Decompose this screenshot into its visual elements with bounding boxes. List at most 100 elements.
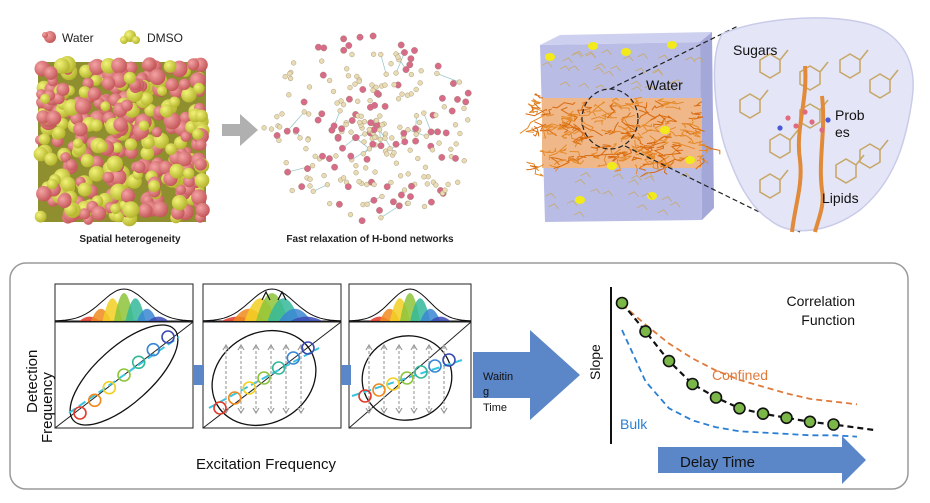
lipid-tail [691, 111, 702, 116]
sugars-label: Sugars [733, 42, 777, 58]
network-node [388, 179, 394, 186]
lipid-tail [610, 142, 617, 155]
hbond-line [380, 205, 400, 219]
network-node [274, 114, 280, 120]
peak-circle [442, 353, 456, 367]
lipid-tail [640, 164, 667, 178]
lipid-tail [691, 117, 697, 122]
water-molecule [152, 201, 169, 218]
network-node [395, 54, 401, 60]
lipid-tail [695, 157, 705, 170]
water-molecule-icon-part [42, 32, 48, 38]
sugar-molecule [759, 49, 789, 79]
sugar-stick [631, 86, 642, 92]
network-node-water [438, 153, 446, 161]
network-node [330, 88, 337, 95]
network-node-water [411, 47, 418, 54]
2d-spectrum-panel-3 [348, 321, 472, 429]
lipid-tail [533, 93, 544, 99]
lipid-tail [607, 105, 617, 119]
network-node-water [338, 125, 345, 133]
network-node-water [401, 138, 409, 146]
legend-dmso: DMSO [120, 30, 183, 45]
network-node [367, 97, 373, 104]
data-point [615, 296, 629, 310]
zoom-detail-molecules [739, 49, 899, 233]
network-node-water [347, 152, 355, 160]
network-node-water [273, 132, 281, 139]
hbond-network-illustration [261, 32, 472, 225]
dmso-molecule [159, 104, 174, 118]
peak-circle [73, 406, 87, 420]
lipid-tail [640, 146, 655, 151]
lipid-tail [561, 113, 578, 119]
sugar-molecule [869, 69, 899, 99]
waiting-time-label-line2: g [483, 386, 489, 398]
network-node [356, 78, 362, 84]
panel-content [55, 322, 193, 428]
dmso-molecule [140, 92, 154, 106]
network-node-water [395, 202, 403, 210]
network-node [377, 113, 383, 119]
lipid-tail [699, 148, 709, 153]
network-node-water [438, 94, 446, 102]
dmso-molecule [169, 163, 185, 179]
network-node [337, 108, 343, 114]
network-node [384, 151, 390, 157]
lipid-tail [638, 163, 648, 172]
water-molecule [165, 78, 179, 92]
lipid-tail [616, 158, 628, 164]
sugar-stick [628, 191, 639, 198]
network-node-water [304, 165, 311, 173]
sugar-stick [658, 54, 669, 61]
dmso-molecule [140, 146, 155, 161]
network-node-water [392, 140, 400, 148]
network-node [372, 169, 378, 175]
network-node [405, 171, 411, 177]
sugar-stick [664, 85, 675, 92]
network-node [371, 51, 377, 57]
lipid-tail [684, 134, 694, 144]
lipid-tail [666, 126, 683, 137]
network-node [379, 122, 385, 128]
lipid-tail [670, 144, 682, 152]
caption-spatial-heterogeneity: Spatial heterogeneity [79, 234, 181, 245]
spectrum-peak [290, 316, 323, 321]
network-node [433, 112, 439, 118]
center-line [68, 336, 180, 414]
sugar-stick [644, 175, 655, 182]
water-molecule [191, 189, 207, 206]
sugar-stick [661, 196, 673, 202]
lipid-tail [657, 113, 666, 124]
peak-circle [87, 393, 102, 408]
dmso-molecule [193, 82, 205, 94]
peak-circle [358, 389, 372, 403]
lipid-tail [531, 98, 542, 105]
sugar-spot [667, 41, 677, 49]
lipid-tail [643, 151, 656, 165]
lipid-tail [570, 133, 582, 148]
peak-circle [117, 368, 131, 382]
water-molecule [142, 58, 156, 71]
water-molecule [70, 112, 83, 125]
network-node [378, 215, 384, 221]
dmso-molecule [142, 136, 155, 149]
sugar-stick [612, 173, 624, 180]
sugar-stick [601, 49, 612, 56]
lipid-tail [672, 141, 696, 150]
lipids-label: Lipids [822, 190, 859, 206]
lipid-tail [652, 135, 672, 146]
lipid-tail [653, 145, 665, 156]
network-node-water [345, 42, 353, 49]
arrowhead-icon [297, 343, 305, 415]
network-node [416, 119, 423, 126]
dmso-molecule [169, 96, 180, 108]
network-node [303, 146, 309, 152]
lipid-tail [557, 127, 566, 131]
lipid-tail [525, 108, 547, 117]
data-point [686, 377, 699, 391]
network-node [373, 84, 379, 90]
network-node-water [319, 152, 326, 160]
water-molecule [138, 203, 153, 218]
lipid-tail [645, 141, 666, 155]
